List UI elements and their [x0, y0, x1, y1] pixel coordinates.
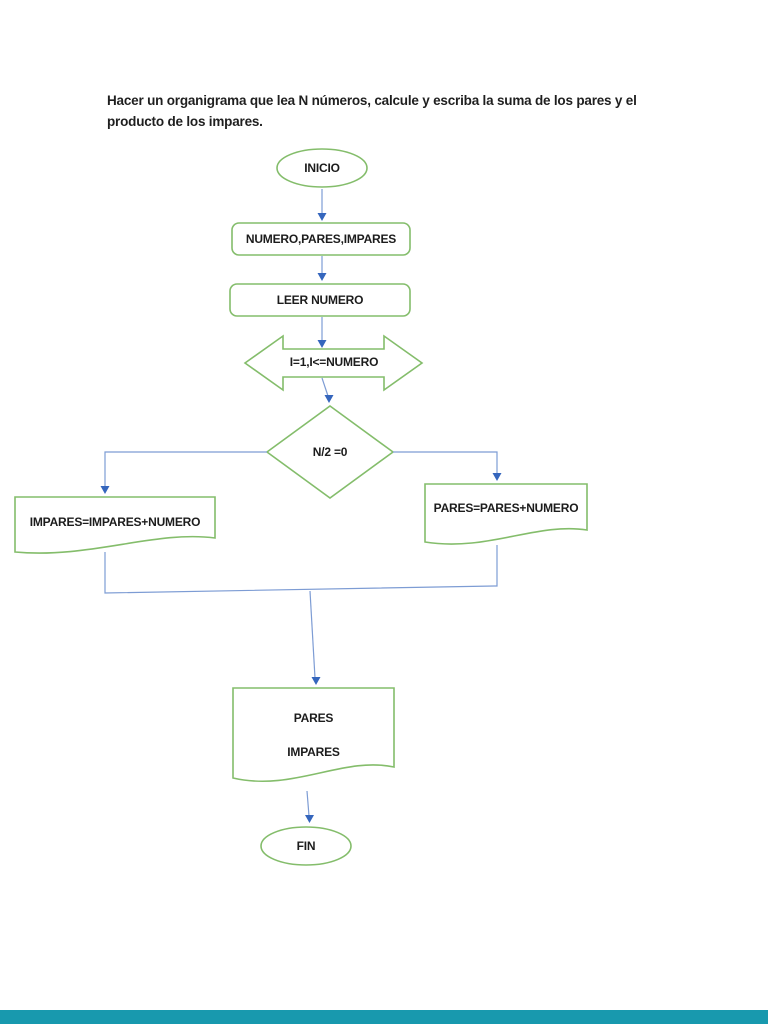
arrowhead [317, 340, 327, 348]
end-ellipse [260, 826, 352, 866]
connector-merge [104, 545, 498, 594]
connector-merge-output [309, 590, 316, 679]
arrowhead [305, 815, 314, 823]
loop-label: I=1,I<=NUMERO [289, 355, 379, 369]
decision-label: N/2 =0 [312, 445, 348, 459]
output-label-impares: IMPARES [287, 745, 340, 759]
odd-branch-document [14, 496, 216, 554]
arrowhead [492, 473, 502, 481]
arrowhead [100, 486, 110, 494]
arrowhead [324, 395, 334, 403]
output-document [232, 687, 395, 783]
read-rect [229, 283, 411, 317]
start-ellipse [276, 148, 368, 188]
connector-output-end [306, 790, 310, 817]
even-branch-label: PARES=PARES+NUMERO [433, 501, 579, 515]
arrowhead [317, 213, 327, 221]
read-label: LEER NUMERO [276, 293, 364, 307]
arrowhead [311, 677, 321, 685]
footer-bar [0, 1010, 768, 1024]
output-label-pares: PARES [293, 711, 334, 725]
end-label: FIN [296, 839, 316, 853]
connector-decision-odd [104, 451, 267, 487]
arrowhead [317, 273, 327, 281]
start-label: INICIO [304, 161, 340, 175]
odd-branch-label: IMPARES=IMPARES+NUMERO [29, 515, 201, 529]
decision-diamond [265, 405, 395, 499]
declare-rect [231, 222, 411, 256]
declare-label: NUMERO,PARES,IMPARES [245, 232, 397, 246]
connector-loop-decision [321, 377, 329, 397]
even-branch-document [424, 483, 588, 545]
loop-left-right-arrow [243, 334, 424, 392]
page-title: Hacer un organigrama que lea N números, … [107, 93, 637, 129]
connector-decision-even [393, 451, 498, 474]
